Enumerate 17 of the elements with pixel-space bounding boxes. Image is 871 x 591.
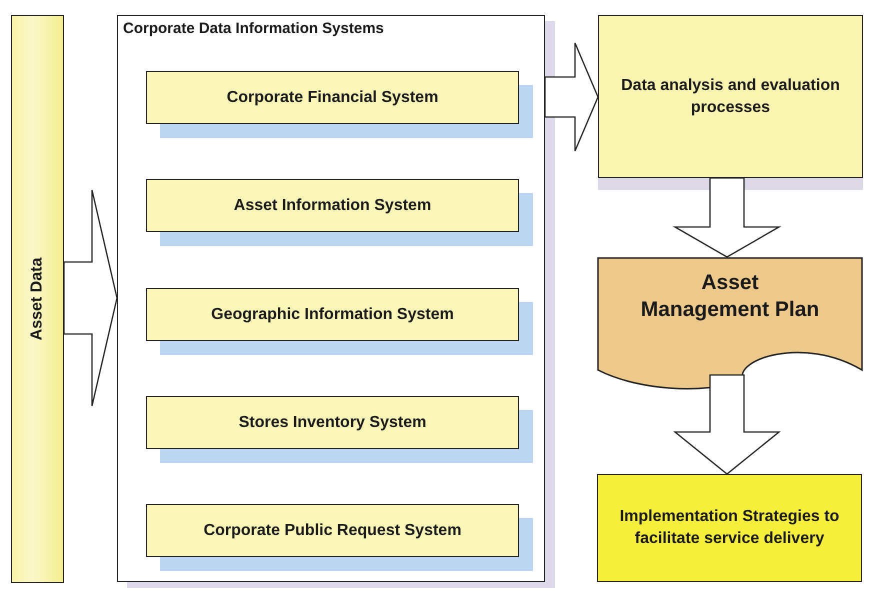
node-label: Implementation Strategies to facilitate service delivery (618, 507, 840, 549)
node-label: Corporate Public Request System (204, 522, 462, 540)
node-label: Data analysis and evaluation processes (620, 76, 841, 118)
node-label: Corporate Financial System (226, 88, 438, 106)
node-label: Asset Information System (234, 196, 432, 214)
block-arrow (63, 189, 118, 407)
document-shape (597, 257, 863, 390)
block-arrow (672, 177, 782, 258)
node-label: Asset Management Plan (640, 270, 820, 324)
process-box (597, 474, 862, 582)
input-bar (11, 15, 64, 583)
group-title: Corporate Data Information Systems (123, 20, 384, 37)
block-arrow (673, 374, 781, 475)
block-arrow (544, 42, 599, 152)
node-label: Geographic Information System (211, 306, 454, 324)
node-label: Asset Data (28, 258, 46, 340)
node-label: Stores Inventory System (238, 414, 426, 432)
